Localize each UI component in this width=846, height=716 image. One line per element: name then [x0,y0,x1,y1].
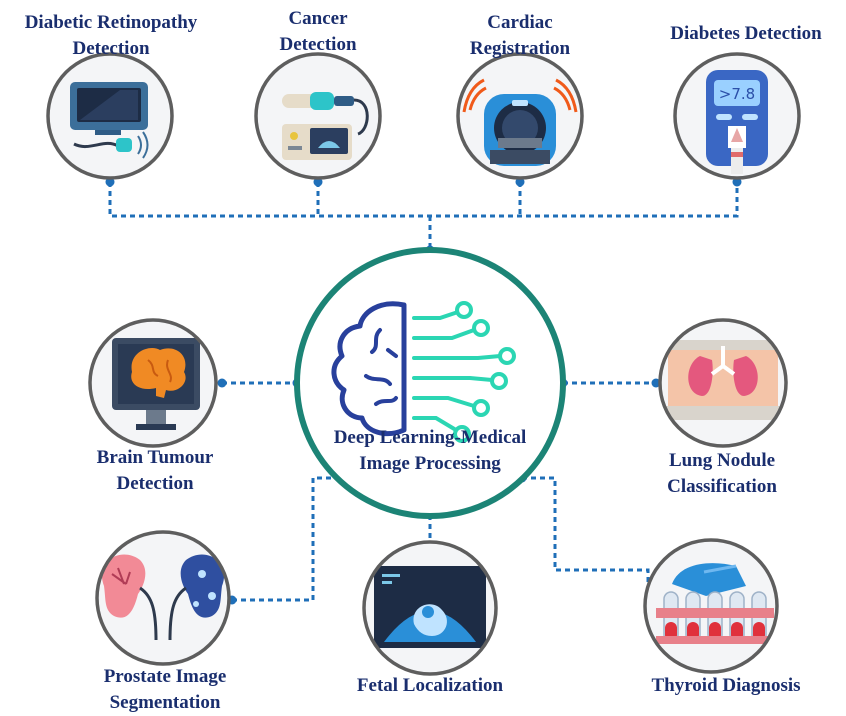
label-line: Thyroid Diagnosis [651,675,801,696]
label-prostate: Prostate Image Segmentation [75,664,255,716]
label-line: Fetal Localization [356,675,504,696]
label-line: Lung Nodule [668,450,776,471]
label-diabetes: Diabetes Detection [648,21,844,47]
node-lung-nodule [658,318,788,448]
fetal-ultrasound-icon [374,566,486,648]
label-line: Segmentation [109,692,221,713]
label-line: Classification [667,476,777,497]
connector-lines [108,182,739,610]
label-brain-tumour: Brain Tumour Detection [70,445,240,497]
label-line: Detection [279,34,357,55]
label-line: Registration [469,38,571,59]
label-line: Cardiac [487,12,553,33]
label-diabetic-retinopathy: Diabetic Retinopathy Detection [6,10,216,62]
node-diabetic-retinopathy [46,52,174,180]
center-label: Deep Learning-Medical Image Processing [296,425,564,477]
node-thyroid [643,538,779,674]
label-line: Detection [116,473,194,494]
scanner-device-icon [282,92,369,160]
center-label-line1: Deep Learning-Medical [333,427,527,448]
label-line: Detection [72,38,150,59]
node-prostate [95,530,231,666]
glucose-meter-icon: >7.8 [706,70,768,174]
label-thyroid: Thyroid Diagnosis [620,673,832,699]
connector-thyroid [522,476,650,610]
node-brain-tumour [88,318,218,448]
glucose-reading: >7.8 [719,85,755,103]
node-fetal [362,540,498,676]
test-tubes-icon [656,563,774,644]
label-lung-nodule: Lung Nodule Classification [632,448,812,500]
node-diabetes: >7.8 [673,52,801,180]
connector-prostate [232,476,340,602]
ultrasound-monitor-icon [70,82,149,159]
label-fetal: Fetal Localization [330,673,530,699]
label-line: Diabetes Detection [670,23,822,44]
center-label-line2: Image Processing [359,453,501,474]
label-line: Diabetic Retinopathy [24,12,198,33]
mri-scanner-icon [462,78,578,166]
brain-network-icon [331,301,516,443]
label-line: Cancer [288,8,348,29]
label-line: Prostate Image [103,666,227,687]
connector-top-bus [108,182,739,218]
label-cancer: Cancer Detection [258,6,378,58]
lungs-xray-icon [662,340,784,420]
brain-monitor-icon [112,338,200,430]
node-cancer [254,52,382,180]
node-cardiac [456,52,584,180]
label-line: Brain Tumour [96,447,214,468]
kidneys-icon [101,554,225,641]
label-cardiac: Cardiac Registration [440,10,600,62]
